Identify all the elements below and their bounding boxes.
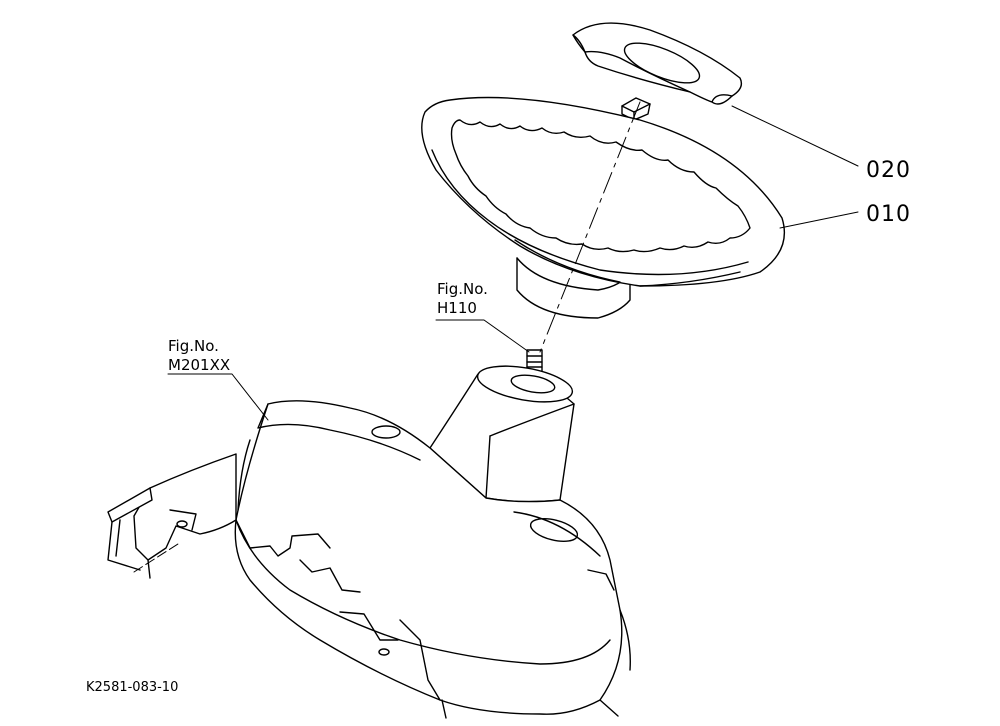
- fig-ref-code: M201XX: [168, 356, 231, 374]
- bracket-axis-line: [133, 543, 179, 573]
- fig-ref-steering: Fig.No. H110: [437, 280, 488, 318]
- leader-lines: [133, 101, 859, 573]
- leader-m201xx: [167, 373, 269, 421]
- steering-wheel-part: [421, 96, 786, 319]
- dash-housing-part: [107, 365, 631, 719]
- callout-020: 020: [866, 158, 911, 183]
- fig-ref-label: Fig.No.: [168, 337, 219, 355]
- leader-010: [779, 211, 859, 229]
- leader-h110: [435, 319, 530, 353]
- leader-020: [731, 105, 859, 167]
- horn-cap-part: [572, 22, 743, 105]
- assembly-axis-line: [539, 101, 641, 353]
- fig-ref-dash: Fig.No. M201XX: [168, 337, 230, 375]
- callout-010: 010: [866, 202, 911, 227]
- fig-ref-label: Fig.No.: [437, 280, 488, 298]
- fig-ref-code: H110: [437, 299, 477, 317]
- drawing-id: K2581-083-10: [86, 680, 179, 695]
